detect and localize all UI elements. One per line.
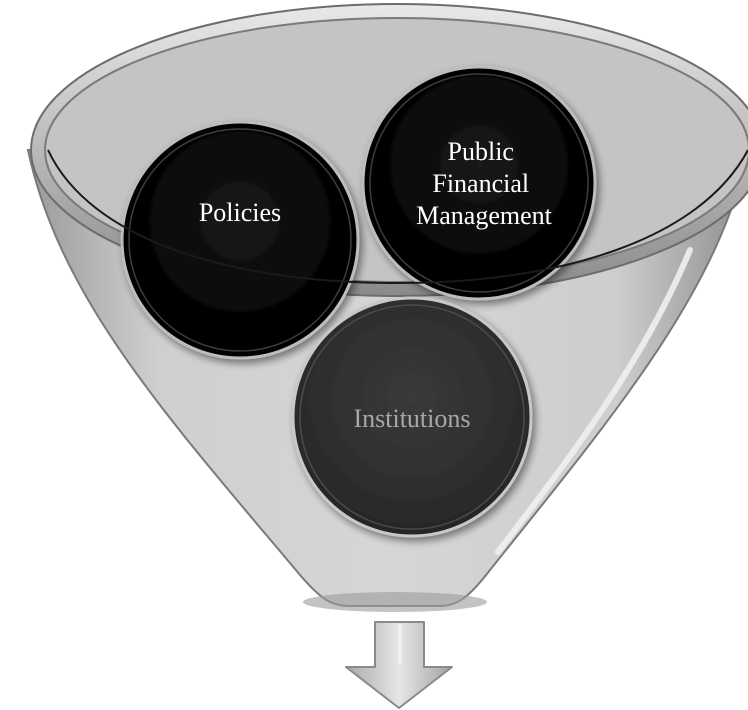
institutions-circle [291,296,533,538]
pfm-label-line-2: Financial [432,169,529,198]
policies-circle [120,120,360,360]
pfm-label-line-3: Management [416,201,553,230]
policies-label: Policies [199,198,281,227]
pfm-label: Public Financial Management [416,137,553,230]
down-arrow-icon [345,621,453,709]
funnel-front-glass [47,149,748,285]
pfm-label-line-1: Public [448,137,514,166]
pfm-circle [361,65,597,301]
institutions-label: Institutions [353,404,470,433]
